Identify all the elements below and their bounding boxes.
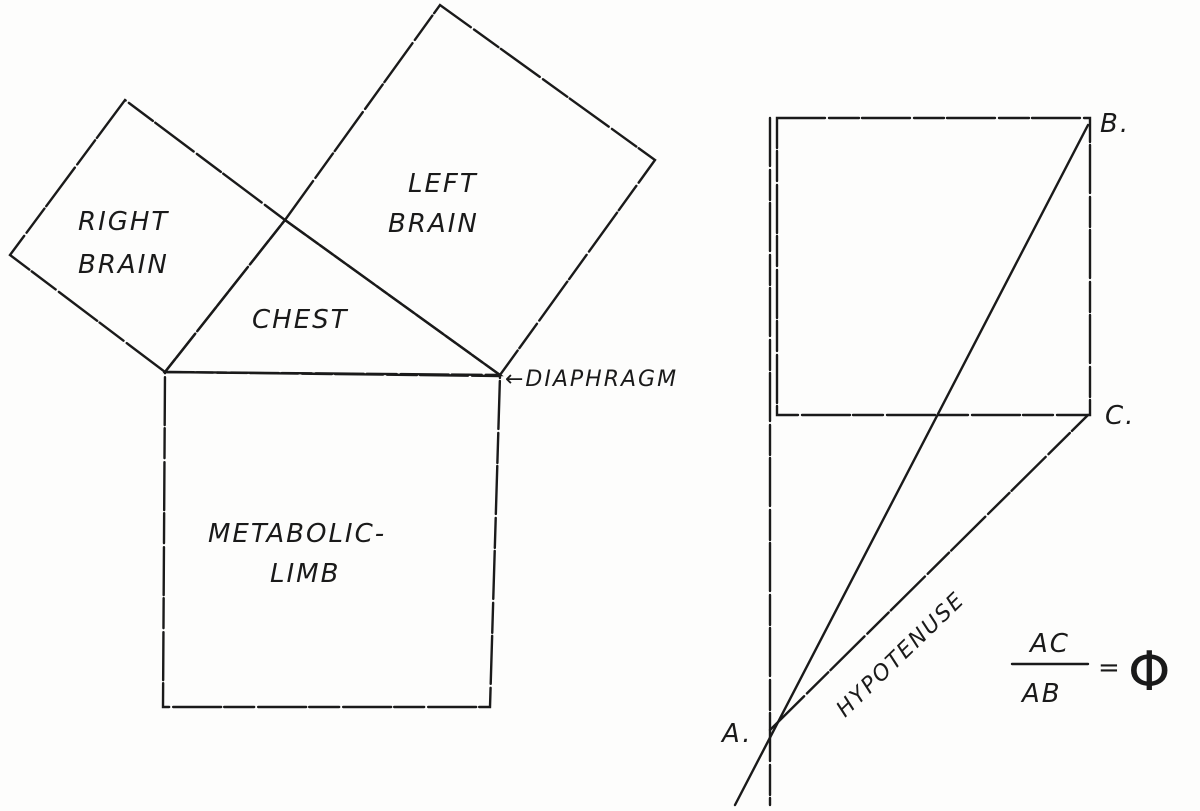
square-bc — [775, 116, 1092, 417]
diaphragm-label: ←DIAPHRAGM — [505, 367, 678, 392]
metabolic-limb-square — [161, 370, 502, 709]
hypotenuse-label: HYPOTENUSE — [832, 587, 970, 722]
metabolic-label: METABOLIC- — [208, 519, 386, 549]
formula-denominator: AB — [1020, 679, 1062, 709]
limb-label: LIMB — [270, 559, 340, 589]
phi-symbol: Φ — [1128, 640, 1171, 703]
right-figure: B. C. A. HYPOTENUSE AC AB = Φ — [720, 109, 1171, 807]
point-b-label: B. — [1100, 109, 1130, 139]
point-a-label: A. — [720, 719, 753, 749]
chest-triangle — [162, 218, 504, 377]
right-brain-label-1: RIGHT — [78, 207, 169, 237]
left-brain-label-2: BRAIN — [388, 209, 479, 239]
chest-label: CHEST — [252, 305, 349, 335]
line-ab — [733, 123, 1090, 807]
formula-numerator: AC — [1028, 629, 1070, 659]
phi-formula: AC AB = Φ — [1010, 629, 1171, 709]
left-brain-label-1: LEFT — [408, 169, 478, 199]
point-c-label: C. — [1105, 401, 1135, 431]
hypotenuse-line — [768, 413, 1090, 732]
left-figure: RIGHT BRAIN LEFT BRAIN CHEST METABOLIC- … — [8, 3, 678, 709]
formula-equals: = — [1098, 653, 1122, 683]
right-brain-label-2: BRAIN — [78, 250, 169, 280]
